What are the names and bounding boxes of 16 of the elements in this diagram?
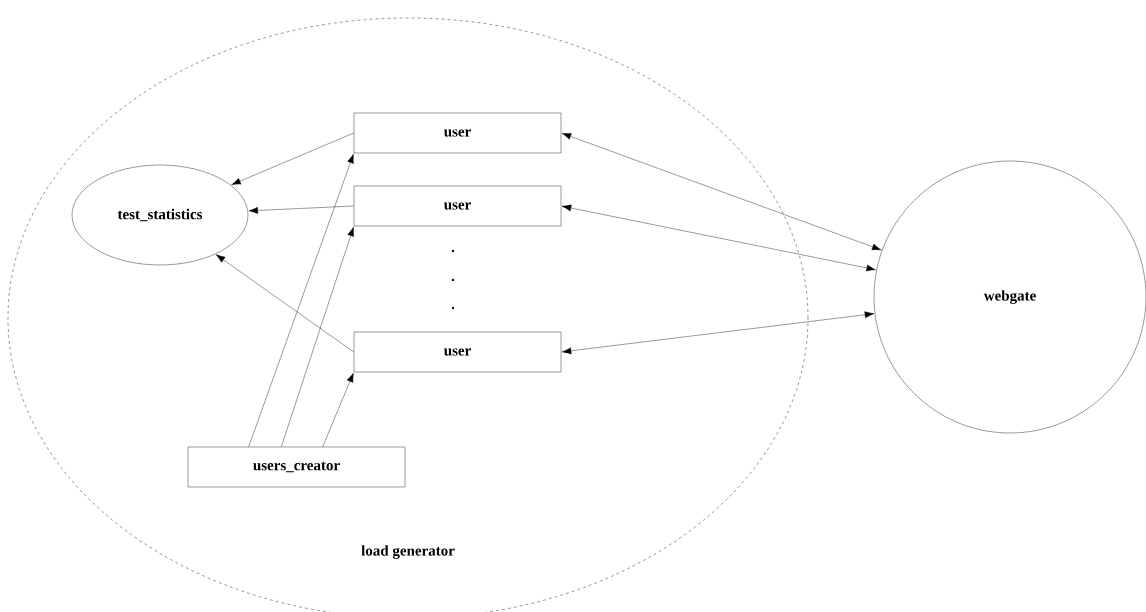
arrow <box>322 372 354 447</box>
arrow <box>248 205 354 214</box>
arrow <box>215 254 354 353</box>
dot-label: . <box>451 278 455 282</box>
arrow <box>281 226 354 447</box>
arrow <box>561 311 875 355</box>
arrow <box>231 132 354 185</box>
process-box: users_creator <box>187 446 406 488</box>
process-box: user <box>353 331 562 373</box>
arrow <box>561 133 882 251</box>
arrow <box>561 204 876 272</box>
process-box: user <box>353 185 562 227</box>
dot-label: . <box>451 249 455 253</box>
dot-label: . <box>451 306 455 310</box>
process-box: user <box>353 112 562 154</box>
arrow <box>248 153 354 447</box>
